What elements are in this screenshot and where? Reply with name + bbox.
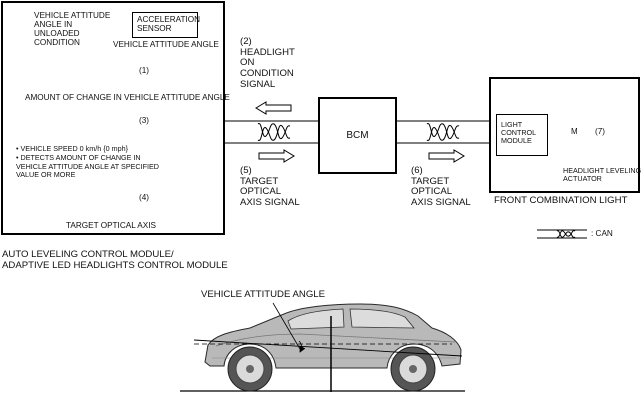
step-4-label: (4) bbox=[139, 193, 150, 202]
signal-arrow-6 bbox=[428, 149, 465, 163]
acceleration-sensor-box: ACCELERATION SENSOR bbox=[132, 12, 201, 38]
signal-6-label: (6) TARGET OPTICAL AXIS SIGNAL bbox=[411, 165, 471, 209]
motor-symbol: M bbox=[571, 127, 578, 136]
bcm-label: BCM bbox=[346, 130, 369, 141]
unloaded-condition-text: VEHICLE ATTITUDE ANGLE IN UNLOADED CONDI… bbox=[34, 11, 111, 47]
front-combination-light-caption: FRONT COMBINATION LIGHT bbox=[494, 195, 628, 206]
car-illustration bbox=[180, 302, 465, 392]
can-line-module-bcm bbox=[224, 120, 318, 144]
module-caption: AUTO LEVELING CONTROL MODULE/ ADAPTIVE L… bbox=[2, 249, 228, 271]
can-line-bcm-light bbox=[397, 120, 489, 144]
change-in-attitude-label: AMOUNT OF CHANGE IN VEHICLE ATTITUDE ANG… bbox=[25, 93, 230, 102]
target-optical-axis-label: TARGET OPTICAL AXIS bbox=[66, 221, 156, 230]
step-3-label: (3) bbox=[139, 116, 150, 125]
signal-arrow-5 bbox=[258, 149, 295, 163]
light-control-module-box: LIGHT CONTROL MODULE bbox=[496, 114, 548, 156]
step-7-label: (7) bbox=[595, 127, 606, 136]
vehicle-attitude-angle-label: VEHICLE ATTITUDE ANGLE bbox=[113, 40, 219, 49]
signal-2-label: (2) HEADLIGHT ON CONDITION SIGNAL bbox=[240, 36, 295, 90]
light-control-module-label: LIGHT CONTROL MODULE bbox=[501, 120, 537, 145]
car-attitude-angle-label: VEHICLE ATTITUDE ANGLE bbox=[201, 289, 326, 300]
step-1-label: (1) bbox=[139, 66, 150, 75]
signal-5-label: (5) TARGET OPTICAL AXIS SIGNAL bbox=[240, 165, 300, 209]
can-legend-symbol bbox=[537, 229, 587, 239]
acceleration-sensor-label: ACCELERATION SENSOR bbox=[137, 15, 201, 33]
can-legend-label: : CAN bbox=[591, 229, 613, 238]
detection-conditions-text: • VEHICLE SPEED 0 km/h {0 mph} • DETECTS… bbox=[16, 144, 159, 180]
leveling-actuator-label: HEADLIGHT LEVELING ACTUATOR bbox=[563, 166, 642, 183]
signal-arrow-2 bbox=[255, 101, 292, 115]
auto-leveling-control-module bbox=[1, 1, 225, 235]
bcm-box: BCM bbox=[318, 97, 397, 174]
